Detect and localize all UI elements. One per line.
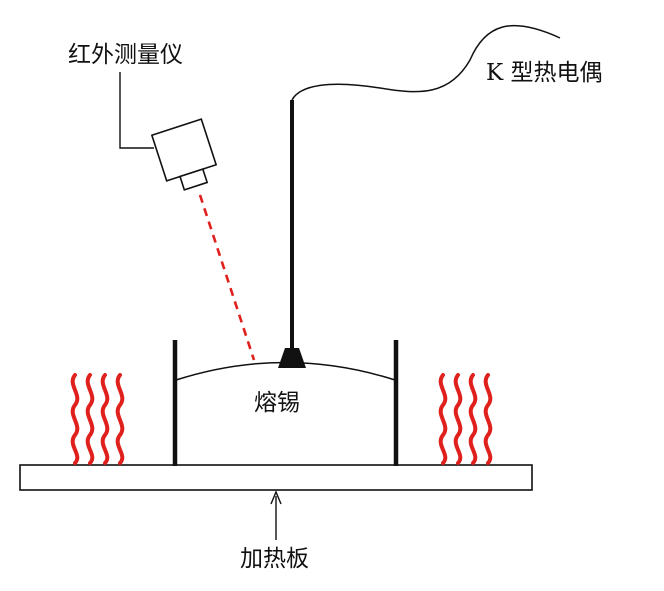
heat-wave	[453, 373, 463, 465]
ir-meter-lens	[178, 168, 209, 191]
heat-wave	[468, 373, 478, 465]
heating-plate-label: 加热板	[240, 546, 309, 572]
heat-wave	[85, 373, 95, 465]
heat-wave	[115, 373, 125, 465]
thermocouple-label: K 型热电偶	[486, 60, 603, 86]
heat-wave	[70, 373, 80, 465]
molten-tin-label: 熔锡	[254, 390, 300, 416]
heat-wave	[438, 373, 448, 465]
heating-plate-arrowhead	[270, 490, 282, 505]
ir-meter	[150, 118, 218, 191]
thermocouple-wire	[291, 24, 561, 101]
ir-meter-leader	[119, 72, 154, 149]
heat-wave	[483, 373, 493, 465]
thermocouple-tip	[278, 348, 306, 368]
heat-waves-right	[438, 373, 493, 465]
heating-plate	[19, 464, 533, 491]
ir-meter-body	[150, 118, 218, 182]
ir-meter-label: 红外测量仪	[68, 42, 183, 68]
ir-laser-beam	[198, 194, 256, 361]
heat-waves-left	[70, 373, 125, 465]
heat-wave	[100, 373, 110, 465]
